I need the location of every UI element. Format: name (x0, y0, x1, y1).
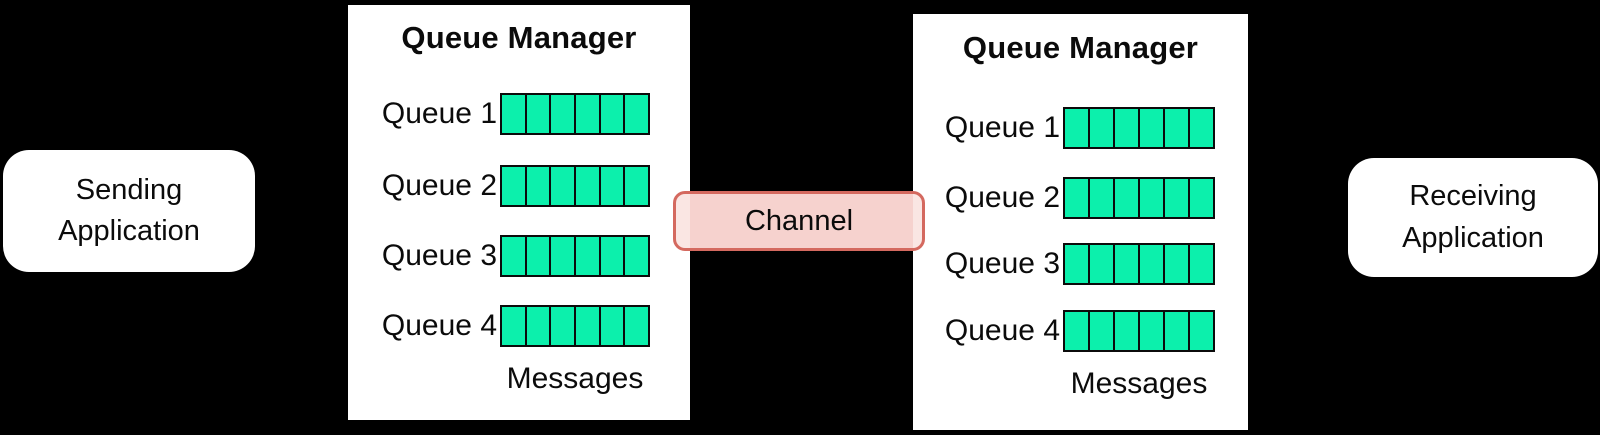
queue-cell (1065, 245, 1090, 283)
queue-cell (601, 237, 626, 275)
queue-label: Queue 2 (944, 181, 1060, 214)
queue-cell (527, 307, 552, 345)
queue-manager-left: Queue Manager Queue 1 Queue 2 Queue 3 Qu… (348, 5, 690, 420)
queue-cell (625, 95, 648, 133)
queue-cell (1090, 245, 1115, 283)
queue-label: Queue 4 (944, 314, 1060, 347)
queue-cell (576, 95, 601, 133)
queue-cell (502, 167, 527, 205)
queue-label: Queue 1 (381, 97, 497, 130)
queue-row: Queue 2 (348, 165, 650, 207)
queue-manager-right: Queue Manager Queue 1 Queue 2 Queue 3 Qu… (913, 14, 1248, 430)
queue-cell (1140, 179, 1165, 217)
queue-bar (500, 165, 650, 207)
queue-cell (551, 307, 577, 345)
queue-label: Queue 2 (381, 169, 497, 202)
queue-bar (1063, 177, 1215, 219)
queue-cell (625, 237, 648, 275)
queue-cell (1190, 245, 1213, 283)
queue-cell (1165, 179, 1190, 217)
queue-label: Queue 3 (944, 247, 1060, 280)
queue-bar (500, 93, 650, 135)
queue-cell (1115, 109, 1140, 147)
channel-node: Channel (673, 191, 925, 251)
queue-cell (625, 167, 648, 205)
queue-bar (1063, 310, 1215, 352)
queue-cell (625, 307, 648, 345)
queue-bar (500, 235, 650, 277)
queue-cell (1115, 312, 1140, 350)
queue-cell (576, 307, 601, 345)
queue-cell (1065, 109, 1090, 147)
queue-row: Queue 2 (913, 177, 1215, 219)
queue-cell (527, 95, 552, 133)
queue-cell (1165, 109, 1190, 147)
messages-label: Messages (506, 362, 644, 395)
queue-row: Queue 4 (348, 305, 650, 347)
queue-cell (551, 167, 577, 205)
queue-manager-title: Queue Manager (401, 20, 637, 55)
queue-cell (1115, 179, 1140, 217)
queue-bar (1063, 243, 1215, 285)
queue-cell (502, 95, 527, 133)
queue-cell (527, 167, 552, 205)
queue-cell (1090, 312, 1115, 350)
queue-cell (1190, 109, 1213, 147)
queue-cell (1165, 312, 1190, 350)
queue-cell (1140, 109, 1165, 147)
queue-cell (576, 237, 601, 275)
queue-cell (551, 95, 577, 133)
channel-label: Channel (744, 204, 854, 237)
queue-cell (502, 237, 527, 275)
queue-cell (601, 95, 626, 133)
queue-cell (527, 237, 552, 275)
queue-label: Queue 4 (381, 309, 497, 342)
queue-cell (1140, 312, 1165, 350)
queue-cell (1190, 312, 1213, 350)
queue-label: Queue 1 (944, 111, 1060, 144)
queue-label: Queue 3 (381, 239, 497, 272)
queue-row: Queue 1 (913, 107, 1215, 149)
queue-row: Queue 4 (913, 310, 1215, 352)
queue-bar (500, 305, 650, 347)
queue-cell (1115, 245, 1140, 283)
queue-cell (1090, 179, 1115, 217)
queue-cell (601, 307, 626, 345)
queue-row: Queue 3 (913, 243, 1215, 285)
queue-cell (1140, 245, 1165, 283)
queue-cell (1065, 312, 1090, 350)
queue-cell (576, 167, 601, 205)
messages-label: Messages (1070, 367, 1208, 400)
queue-cell (551, 237, 577, 275)
queue-manager-title: Queue Manager (962, 30, 1199, 65)
queue-row: Queue 3 (348, 235, 650, 277)
queue-cell (1090, 109, 1115, 147)
queue-cell (1065, 179, 1090, 217)
queue-cell (502, 307, 527, 345)
queue-row: Queue 1 (348, 93, 650, 135)
queue-cell (1165, 245, 1190, 283)
sending-application-node: Sending Application (3, 150, 255, 272)
queue-cell (601, 167, 626, 205)
queue-bar (1063, 107, 1215, 149)
receiving-application-node: Receiving Application (1348, 158, 1598, 277)
queue-cell (1190, 179, 1213, 217)
